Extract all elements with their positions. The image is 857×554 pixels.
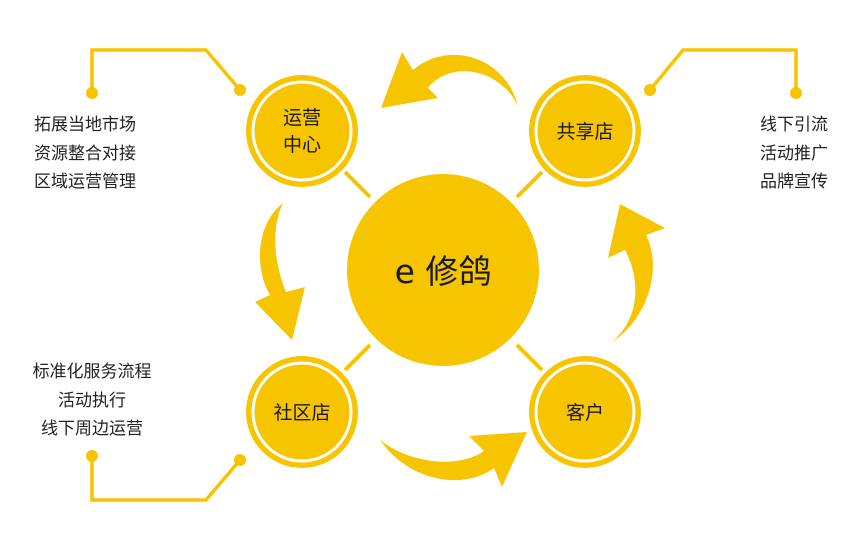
callout-dot-community-text [86, 450, 98, 462]
note-ops-line: 区域运营管理 [34, 172, 136, 192]
arrow-shop-to-ops [381, 52, 518, 108]
connector-customer [515, 343, 544, 372]
node-ops: 运营 中心 [246, 75, 358, 187]
node-shop: 共享店 [529, 75, 641, 187]
center-label: e 修鸽 [395, 252, 492, 291]
connector-ops [343, 170, 372, 199]
node-customer-label: 客户 [566, 402, 604, 424]
center-circle [347, 174, 539, 366]
callout-line-ops [90, 48, 242, 93]
callout-dot-community-node [234, 454, 246, 466]
node-shop-label: 共享店 [556, 121, 613, 143]
note-shop-line: 线下引流 [760, 115, 828, 135]
note-community-line: 活动执行 [58, 390, 126, 411]
callout-line-community [90, 456, 242, 502]
node-ops-label-line1: 运营 [283, 107, 321, 129]
node-community: 社区店 [246, 356, 358, 468]
callout-line-shop [648, 48, 798, 93]
callout-dot-ops-node [234, 84, 246, 96]
note-community: 标准化服务流程 活动执行 线下周边运营 [26, 358, 158, 444]
connector-shop [515, 170, 544, 199]
arrow-customer-to-shop [608, 204, 665, 342]
callout-dot-shop-node [644, 84, 656, 96]
note-ops: 拓展当地市场 资源整合对接 区域运营管理 [34, 111, 136, 197]
cycle-arrows [255, 52, 665, 487]
node-community-label: 社区店 [273, 402, 330, 424]
note-shop: 线下引流 活动推广 品牌宣传 [760, 111, 828, 197]
note-ops-line: 资源整合对接 [34, 143, 136, 164]
callout-dots [86, 84, 802, 466]
callout-dot-shop-text [790, 87, 802, 99]
arrow-ops-to-community [255, 203, 305, 340]
center-connectors [343, 170, 544, 372]
note-shop-line: 活动推广 [760, 143, 828, 164]
node-ops-label-line2: 中心 [283, 134, 321, 156]
note-community-line: 标准化服务流程 [32, 362, 152, 382]
callout-lines [90, 48, 798, 502]
arrow-community-to-customer [380, 432, 527, 487]
connector-community [343, 343, 372, 372]
node-customer: 客户 [529, 356, 641, 468]
note-shop-line: 品牌宣传 [760, 172, 828, 192]
note-ops-line: 拓展当地市场 [34, 115, 136, 135]
note-community-line: 线下周边运营 [41, 419, 143, 439]
callout-dot-ops-text [86, 87, 98, 99]
